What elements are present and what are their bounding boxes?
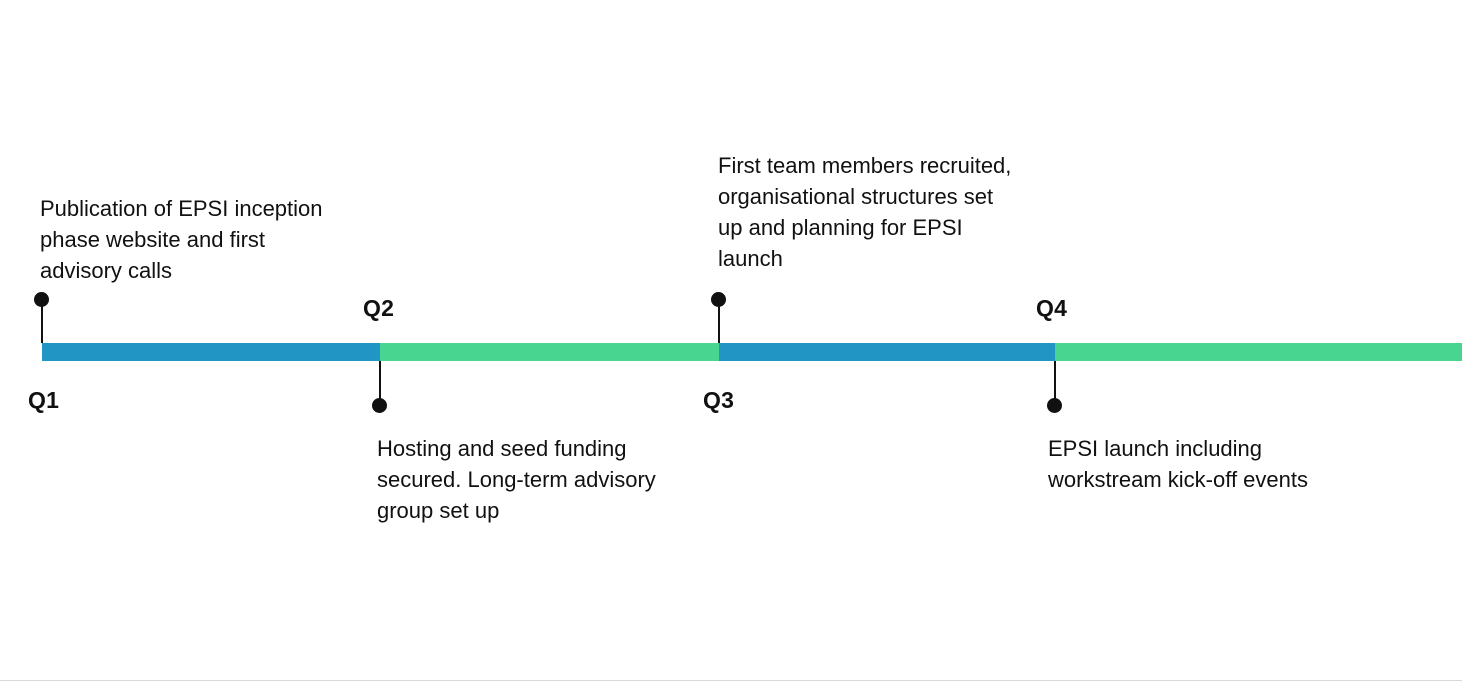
milestone-description-q4: EPSI launch including workstream kick-of…: [1048, 436, 1309, 492]
milestone-dot-q4: [1047, 398, 1062, 413]
timeline-bar: [42, 343, 1462, 361]
quarter-label-q2: Q2: [363, 295, 395, 321]
milestone-dot-q1: [34, 292, 49, 307]
milestone-stem-q3: [718, 305, 720, 343]
milestone-stem-q2: [379, 361, 381, 399]
milestone-dot-q3: [711, 292, 726, 307]
timeline-segment-q1: [42, 343, 380, 361]
quarter-label-q1: Q1: [28, 387, 60, 413]
quarter-label-q3: Q3: [703, 387, 735, 413]
milestone-stem-q4: [1054, 361, 1056, 399]
milestone-description-q3: First team members recruited, organisati…: [718, 153, 1012, 271]
milestone-stem-q1: [41, 305, 43, 343]
timeline-segment-q3: [719, 343, 1055, 361]
milestone-description-q2: Hosting and seed funding secured. Long-t…: [377, 436, 656, 523]
timeline-segment-q4: [1055, 343, 1462, 361]
milestone-description-q1: Publication of EPSI inception phase webs…: [40, 196, 323, 283]
milestone-dot-q2: [372, 398, 387, 413]
timeline-segment-q2: [380, 343, 719, 361]
quarter-label-q4: Q4: [1036, 295, 1068, 321]
